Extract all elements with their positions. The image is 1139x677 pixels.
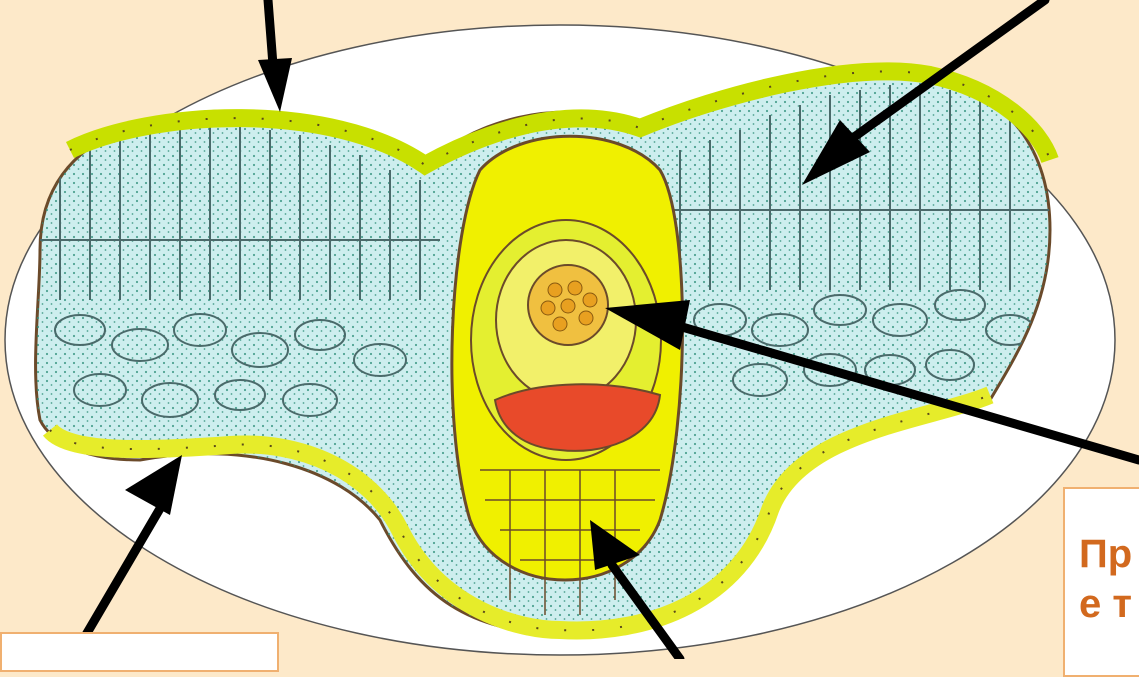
- label-box-right: Пр е т: [1063, 487, 1139, 677]
- leaf-cross-section-diagram: [0, 0, 1139, 659]
- label-right-line-1: Пр: [1079, 529, 1139, 579]
- label-right-line-2: е т: [1079, 579, 1139, 629]
- vascular-bundle: [452, 136, 683, 615]
- label-box-left: [0, 632, 279, 672]
- slide: Пр е т: [0, 0, 1139, 659]
